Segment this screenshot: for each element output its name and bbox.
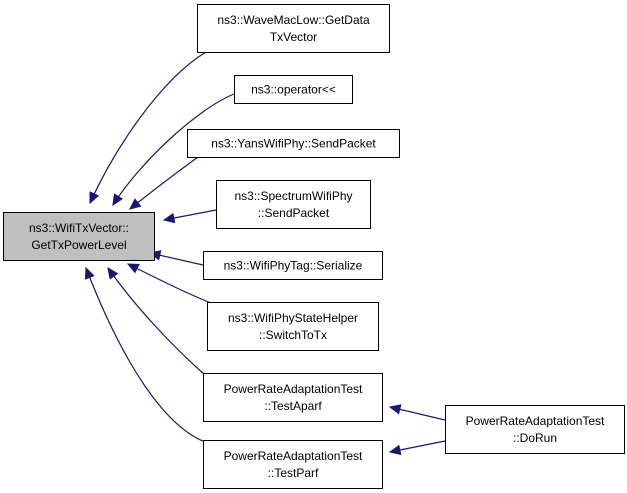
node-label: PowerRateAdaptationTest — [466, 414, 605, 428]
node-label: ns3::WifiPhyStateHelper — [228, 311, 358, 325]
edge-n8-to-root — [84, 266, 206, 443]
edge-n3-to-root — [129, 156, 199, 210]
edge-n2-to-root — [112, 93, 235, 207]
node-label: ns3::WifiTxVector:: — [29, 221, 129, 235]
node-n3[interactable]: ns3::YansWifiPhy::SendPacket — [187, 129, 400, 158]
edge-n1-to-root — [89, 51, 207, 205]
edge-n6-to-root — [126, 263, 217, 306]
edge-arrowhead — [89, 191, 100, 205]
node-label: ns3::operator<< — [251, 83, 336, 97]
node-box — [203, 373, 383, 422]
node-label: ns3::YansWifiPhy::SendPacket — [211, 137, 376, 151]
node-box — [203, 440, 383, 489]
node-label: ns3::WaveMacLow::GetData — [217, 13, 370, 27]
node-n4[interactable]: ns3::SpectrumWifiPhy::SendPacket — [216, 180, 371, 229]
node-n2[interactable]: ns3::operator<< — [234, 75, 353, 104]
edge-arrowhead — [112, 193, 124, 207]
node-label: ns3::SpectrumWifiPhy — [234, 189, 352, 203]
node-box — [187, 129, 400, 158]
node-label: PowerRateAdaptationTest — [224, 382, 363, 396]
edge-arrowhead — [388, 404, 402, 415]
edge-n7-to-root — [107, 267, 206, 376]
edge-n4-to-root — [162, 209, 217, 224]
edge-arrowhead — [107, 267, 119, 280]
node-box — [234, 75, 353, 104]
node-n5[interactable]: ns3::WifiPhyTag::Serialize — [203, 251, 383, 280]
edge-line — [127, 263, 217, 306]
node-label: ::SendPacket — [258, 206, 330, 220]
edge-line — [107, 267, 206, 376]
node-n7[interactable]: PowerRateAdaptationTest::TestAparf — [203, 373, 383, 422]
edge-line — [129, 156, 199, 210]
node-root[interactable]: ns3::WifiTxVector::GetTxPowerLevel — [3, 212, 155, 261]
node-label: GetTxPowerLevel — [31, 238, 126, 252]
node-box — [3, 212, 155, 261]
edge-line — [112, 93, 235, 206]
edge-arrowhead — [126, 263, 140, 274]
node-label: ::TestAparf — [264, 399, 322, 413]
node-label: ::SwitchToTx — [259, 328, 327, 342]
node-box — [207, 302, 379, 351]
node-label: ::TestParf — [268, 466, 319, 480]
node-n8[interactable]: PowerRateAdaptationTest::TestParf — [203, 440, 383, 489]
edge-n9-to-n8 — [388, 440, 446, 456]
edge-arrowhead — [129, 198, 142, 210]
nodes-layer: ns3::WifiTxVector::GetTxPowerLevelns3::W… — [3, 4, 625, 489]
node-box — [197, 4, 390, 53]
node-n9[interactable]: PowerRateAdaptationTest::DoRun — [445, 405, 625, 454]
edge-line — [89, 51, 207, 204]
edge-arrowhead — [388, 444, 402, 456]
node-label: ::DoRun — [513, 431, 557, 445]
edge-line — [85, 267, 206, 443]
node-label: PowerRateAdaptationTest — [224, 449, 363, 463]
node-label: TxVector — [270, 30, 317, 44]
edge-arrowhead — [162, 212, 176, 224]
node-box — [445, 405, 625, 454]
node-box — [203, 251, 383, 280]
edge-n5-to-root — [148, 250, 204, 266]
node-n6[interactable]: ns3::WifiPhyStateHelper::SwitchToTx — [207, 302, 379, 351]
node-box — [216, 180, 371, 229]
edge-arrowhead — [84, 266, 95, 280]
edge-n9-to-n7 — [388, 404, 446, 421]
node-label: ns3::WifiPhyTag::Serialize — [224, 259, 363, 273]
